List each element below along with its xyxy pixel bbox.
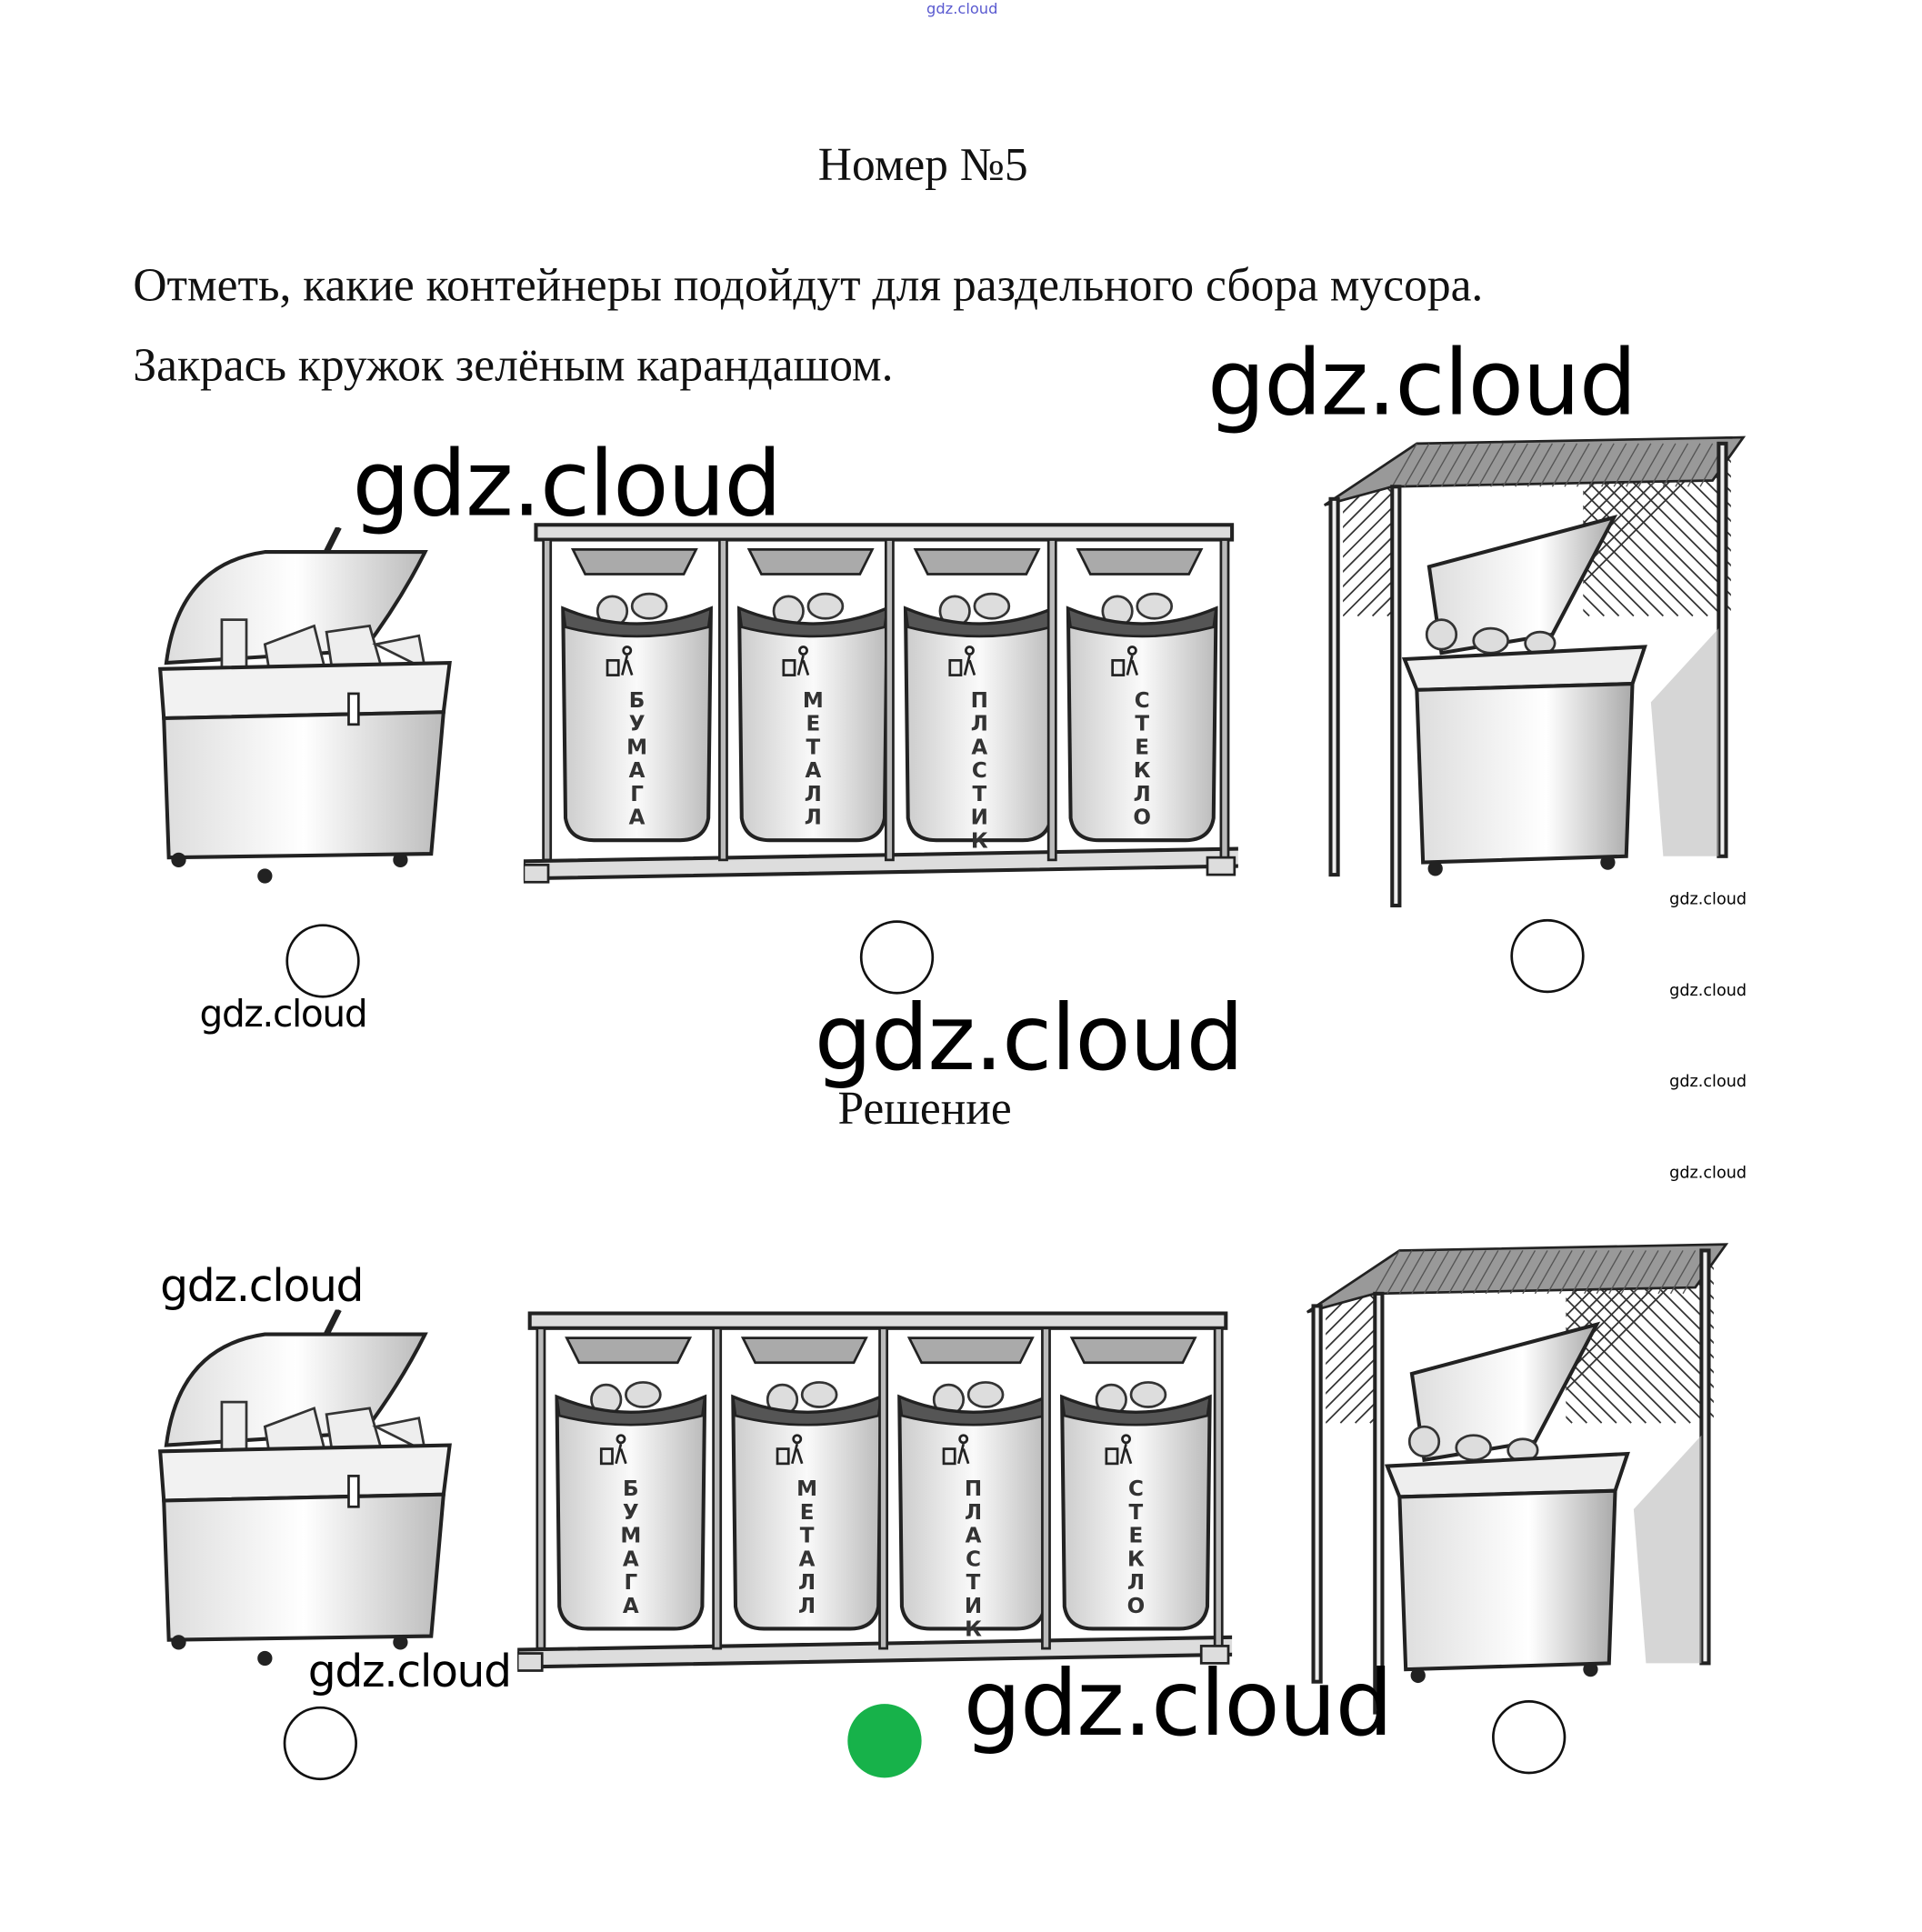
bin-rim	[157, 1443, 452, 1503]
bin-wheels	[171, 1635, 408, 1667]
recycle-person-icon	[782, 646, 810, 676]
task-text-line-1: Отметь, какие контейнеры подойдут для ра…	[133, 259, 1484, 312]
recycle-person-icon	[606, 646, 634, 676]
answer-circle-sorting-rack[interactable]	[859, 920, 935, 995]
single-trash-bin-illustration	[154, 526, 455, 891]
bin-wheels	[171, 852, 408, 884]
rack-top-bar	[527, 1311, 1228, 1330]
rack-base	[521, 846, 1253, 881]
bin-body	[162, 710, 446, 860]
shelter-bin-body	[1397, 1488, 1617, 1672]
solution-circle-shelter-bin	[1492, 1700, 1567, 1775]
watermark: gdz.cloud	[1669, 1164, 1747, 1183]
page-title: Номер №5	[817, 139, 1028, 192]
bin-body	[162, 1492, 446, 1642]
answer-circle-single-bin[interactable]	[285, 924, 360, 998]
recycle-person-icon	[776, 1434, 804, 1466]
watermark: gdz.cloud	[160, 1261, 364, 1313]
single-trash-bin-illustration	[154, 1307, 455, 1673]
shelter-roof	[1306, 1243, 1729, 1314]
watermark: gdz.cloud	[1669, 982, 1747, 1001]
watermark: gdz.cloud	[963, 1650, 1394, 1757]
recycle-person-icon	[948, 646, 976, 676]
watermark: gdz.cloud	[926, 0, 998, 17]
shelter-posts	[1328, 441, 1728, 908]
solution-circle-sorting-rack-filled	[847, 1704, 922, 1778]
watermark: gdz.cloud	[199, 993, 368, 1036]
recycle-person-icon	[599, 1434, 627, 1466]
shelter-roof	[1323, 435, 1747, 506]
watermark: gdz.cloud	[307, 1647, 512, 1698]
bin-rim	[157, 660, 452, 721]
rack-top-bar	[534, 523, 1235, 542]
recycle-person-icon	[1105, 1434, 1133, 1466]
solution-circle-single-bin	[283, 1706, 357, 1781]
watermark: gdz.cloud	[1206, 330, 1637, 436]
recycle-person-icon	[942, 1434, 970, 1466]
watermark: gdz.cloud	[1669, 1073, 1747, 1092]
shelter-bin-body	[1415, 681, 1635, 865]
shelter-bin-illustration	[1318, 419, 1749, 918]
watermark: gdz.cloud	[1669, 890, 1747, 910]
recycle-person-icon	[1111, 646, 1139, 676]
watermark: gdz.cloud	[352, 431, 783, 537]
solution-heading: Решение	[837, 1083, 1012, 1136]
answer-circle-shelter-bin[interactable]	[1510, 918, 1585, 994]
task-text-line-2: Закрась кружок зелёным карандашом.	[133, 340, 894, 392]
shelter-bin-illustration	[1301, 1226, 1732, 1725]
watermark: gdz.cloud	[814, 986, 1245, 1092]
